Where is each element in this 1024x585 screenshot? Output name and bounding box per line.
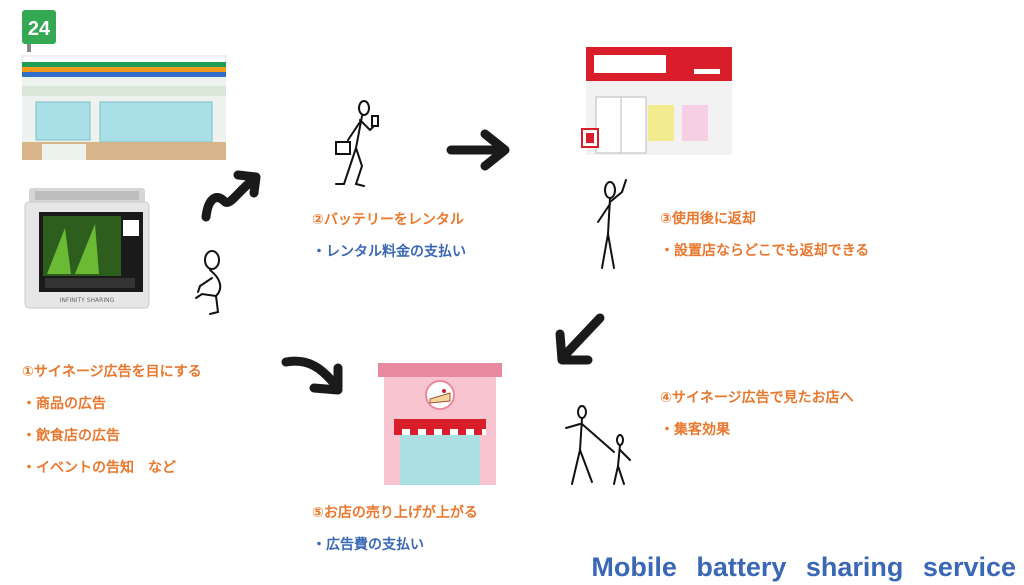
convenience-store-icon: 24	[21, 10, 227, 160]
store-24-badge-icon	[22, 10, 56, 44]
step2-title: ②バッテリーをレンタル	[312, 212, 464, 228]
step5-block: ⑤お店の売り上げが上がる ・広告費の支払い	[312, 502, 478, 554]
service-title: Mobile battery sharing service	[591, 552, 1016, 582]
store-red-sign-icon	[581, 47, 732, 155]
step3-item: ・設置店ならどこでも返却できる	[660, 243, 870, 259]
store-24-badge: 24	[28, 18, 51, 40]
step1-block: ①サイネージ広告を目にする ・商品の広告 ・飲食店の広告 ・イベントの告知 など	[22, 361, 202, 477]
step1-item: ・商品の広告	[22, 396, 106, 412]
arrow-down-left-icon	[555, 313, 605, 365]
step2-item: ・レンタル料金の支払い	[312, 244, 466, 260]
adult-child-walking-icon	[565, 405, 631, 485]
signage-kiosk-icon: INFINITY SHARING	[24, 188, 150, 309]
waving-person-icon	[597, 179, 627, 269]
kiosk-label: INFINITY SHARING	[60, 297, 115, 304]
step5-title: ⑤お店の売り上げが上がる	[312, 505, 478, 521]
step1-title: ①サイネージ広告を目にする	[22, 364, 202, 380]
cake-icon	[429, 392, 451, 404]
arrow-right-icon	[446, 129, 510, 171]
step3-block: ③使用後に返却 ・設置店ならどこでも返却できる	[660, 208, 869, 260]
crouching-person-icon	[195, 250, 222, 315]
step1-item: ・飲食店の広告	[22, 428, 120, 444]
step4-title: ④サイネージ広告で見たお店へ	[660, 390, 854, 406]
step1-item: ・イベントの告知 など	[22, 460, 176, 476]
step4-item: ・集客効果	[660, 422, 730, 438]
step4-block: ④サイネージ広告で見たお店へ ・集客効果	[660, 387, 854, 439]
arrow-down-right-icon	[281, 356, 343, 395]
arrow-up-right-icon	[201, 170, 261, 222]
walking-person-icon	[335, 100, 379, 187]
cake-shop-icon	[378, 363, 502, 485]
step5-item: ・広告費の支払い	[312, 537, 424, 553]
step2-block: ②バッテリーをレンタル ・レンタル料金の支払い	[312, 209, 466, 261]
step3-title: ③使用後に返却	[660, 211, 756, 227]
